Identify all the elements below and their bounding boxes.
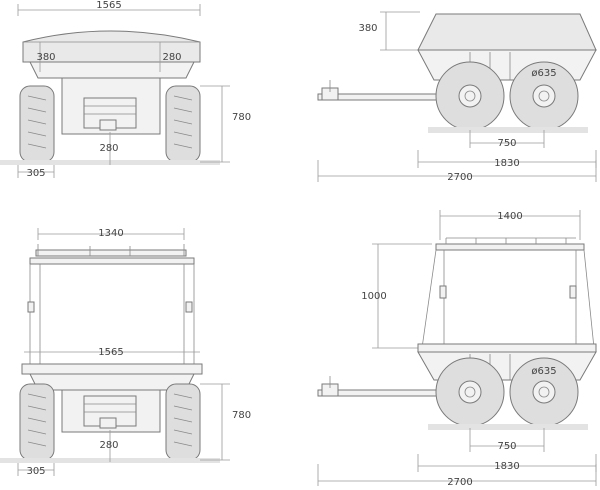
dim-wheel-width: 305: [26, 168, 45, 179]
dim-total-length: 2700: [447, 477, 472, 488]
dim-height: 780: [232, 112, 251, 123]
dim-rack-length: 1400: [497, 211, 522, 222]
dim-rack-width: 1340: [98, 228, 123, 239]
dim-top-width: 1565: [96, 0, 121, 11]
dim-body-length: 1830: [494, 158, 519, 169]
dim-total-length: 2700: [447, 172, 472, 183]
dim-wheel-diameter: ø635: [531, 68, 556, 79]
dim-body-length: 1830: [494, 461, 519, 472]
dim-axle-spacing: 750: [497, 441, 516, 452]
right-wheel: [165, 383, 201, 461]
right-wheel: [165, 85, 201, 163]
dim-body-width: 1565: [98, 347, 123, 358]
dim-wheel-diameter: ø635: [531, 366, 556, 377]
left-wheel: [19, 383, 55, 461]
dim-rack-height: 1000: [361, 291, 386, 302]
front-view-covered: 1565 380 280 780 280: [0, 0, 251, 179]
dim-cover-height: 380: [358, 23, 377, 34]
side-view-rack: 1400 1000 ø635: [317, 210, 597, 488]
left-wheel: [19, 85, 55, 163]
front-view-rack: 1340 1565 780: [0, 228, 251, 477]
side-view-covered: 380 ø635 750 1830 2700: [317, 11, 597, 183]
dim-height: 780: [232, 410, 251, 421]
dim-cover-right: 280: [162, 52, 181, 63]
dim-axle-offset: 280: [99, 440, 118, 451]
dim-wheel-width: 305: [26, 466, 45, 477]
dim-axle-offset: 280: [99, 143, 118, 154]
dim-cover-left: 380: [36, 52, 55, 63]
dim-axle-spacing: 750: [497, 138, 516, 149]
